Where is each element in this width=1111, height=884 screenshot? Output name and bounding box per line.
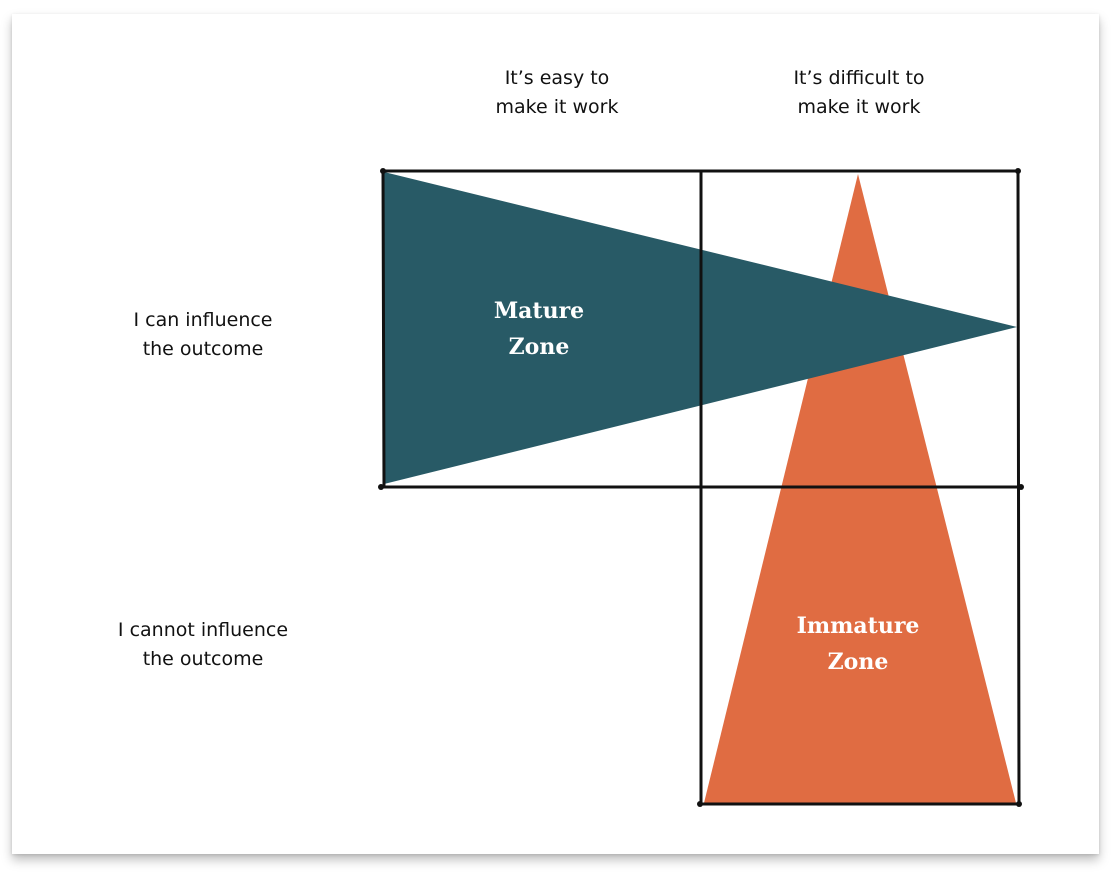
grid-lines bbox=[379, 169, 1023, 806]
column-header-difficult: It’s difficult to make it work bbox=[759, 64, 959, 122]
immature-zone-label-line2: Zone bbox=[827, 649, 889, 675]
column-header-difficult-line2: make it work bbox=[797, 96, 921, 118]
mature-zone-label: Mature Zone bbox=[459, 293, 619, 365]
column-header-easy-line1: It’s easy to bbox=[504, 67, 610, 89]
row-header-can-influence: I can influence the outcome bbox=[93, 306, 313, 364]
immature-zone-label: Immature Zone bbox=[768, 608, 948, 680]
column-header-easy-line2: make it work bbox=[495, 96, 619, 118]
row-header-can-influence-line1: I can influence bbox=[133, 309, 273, 331]
row-header-can-influence-line2: the outcome bbox=[142, 338, 264, 360]
mature-zone-label-line1: Mature bbox=[493, 298, 585, 324]
immature-zone-label-line1: Immature bbox=[796, 613, 920, 639]
row-header-cannot-influence-line2: the outcome bbox=[142, 648, 264, 670]
grid-corner-dots bbox=[378, 168, 1024, 807]
row-header-cannot-influence-line1: I cannot influence bbox=[117, 619, 289, 641]
row-header-cannot-influence: I cannot influence the outcome bbox=[83, 616, 323, 674]
mature-zone-label-line2: Zone bbox=[508, 334, 570, 360]
column-header-difficult-line1: It’s difficult to bbox=[793, 67, 925, 89]
column-header-easy: It’s easy to make it work bbox=[457, 64, 657, 122]
grid-left-line bbox=[381, 169, 386, 489]
